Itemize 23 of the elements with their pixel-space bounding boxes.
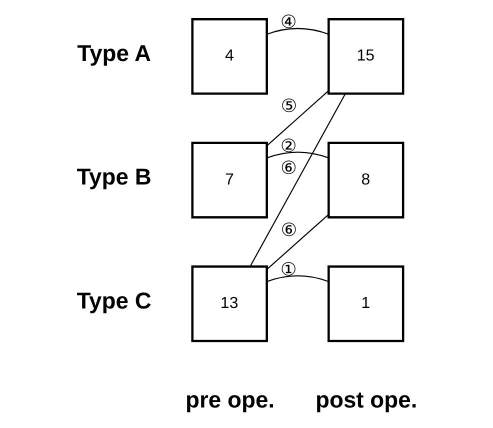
- label: pre ope.: [186, 386, 275, 412]
- node-box: 4: [191, 18, 268, 94]
- label: post ope.: [315, 386, 418, 412]
- connector: [266, 151, 329, 158]
- node-box: 1: [328, 264, 404, 342]
- edge-label: ②: [280, 135, 297, 156]
- connector: [250, 93, 346, 266]
- node-box: 15: [328, 18, 404, 94]
- node-box: 7: [191, 141, 268, 218]
- connector: [266, 27, 329, 34]
- edge-label: ⑤: [280, 96, 298, 117]
- edge-label: ⑥: [280, 219, 298, 240]
- node-box: 13: [191, 264, 268, 342]
- node-label: Type A: [77, 40, 152, 66]
- node-label: Type C: [76, 286, 152, 313]
- node-box: 8: [328, 141, 404, 218]
- connector: [266, 90, 330, 146]
- edge-label: ⑥: [280, 158, 297, 179]
- edge-label: ①: [280, 259, 297, 280]
- connector: [266, 274, 329, 282]
- node-label: Type B: [76, 163, 152, 190]
- connector: [266, 213, 330, 269]
- edge-label: ④: [280, 12, 297, 33]
